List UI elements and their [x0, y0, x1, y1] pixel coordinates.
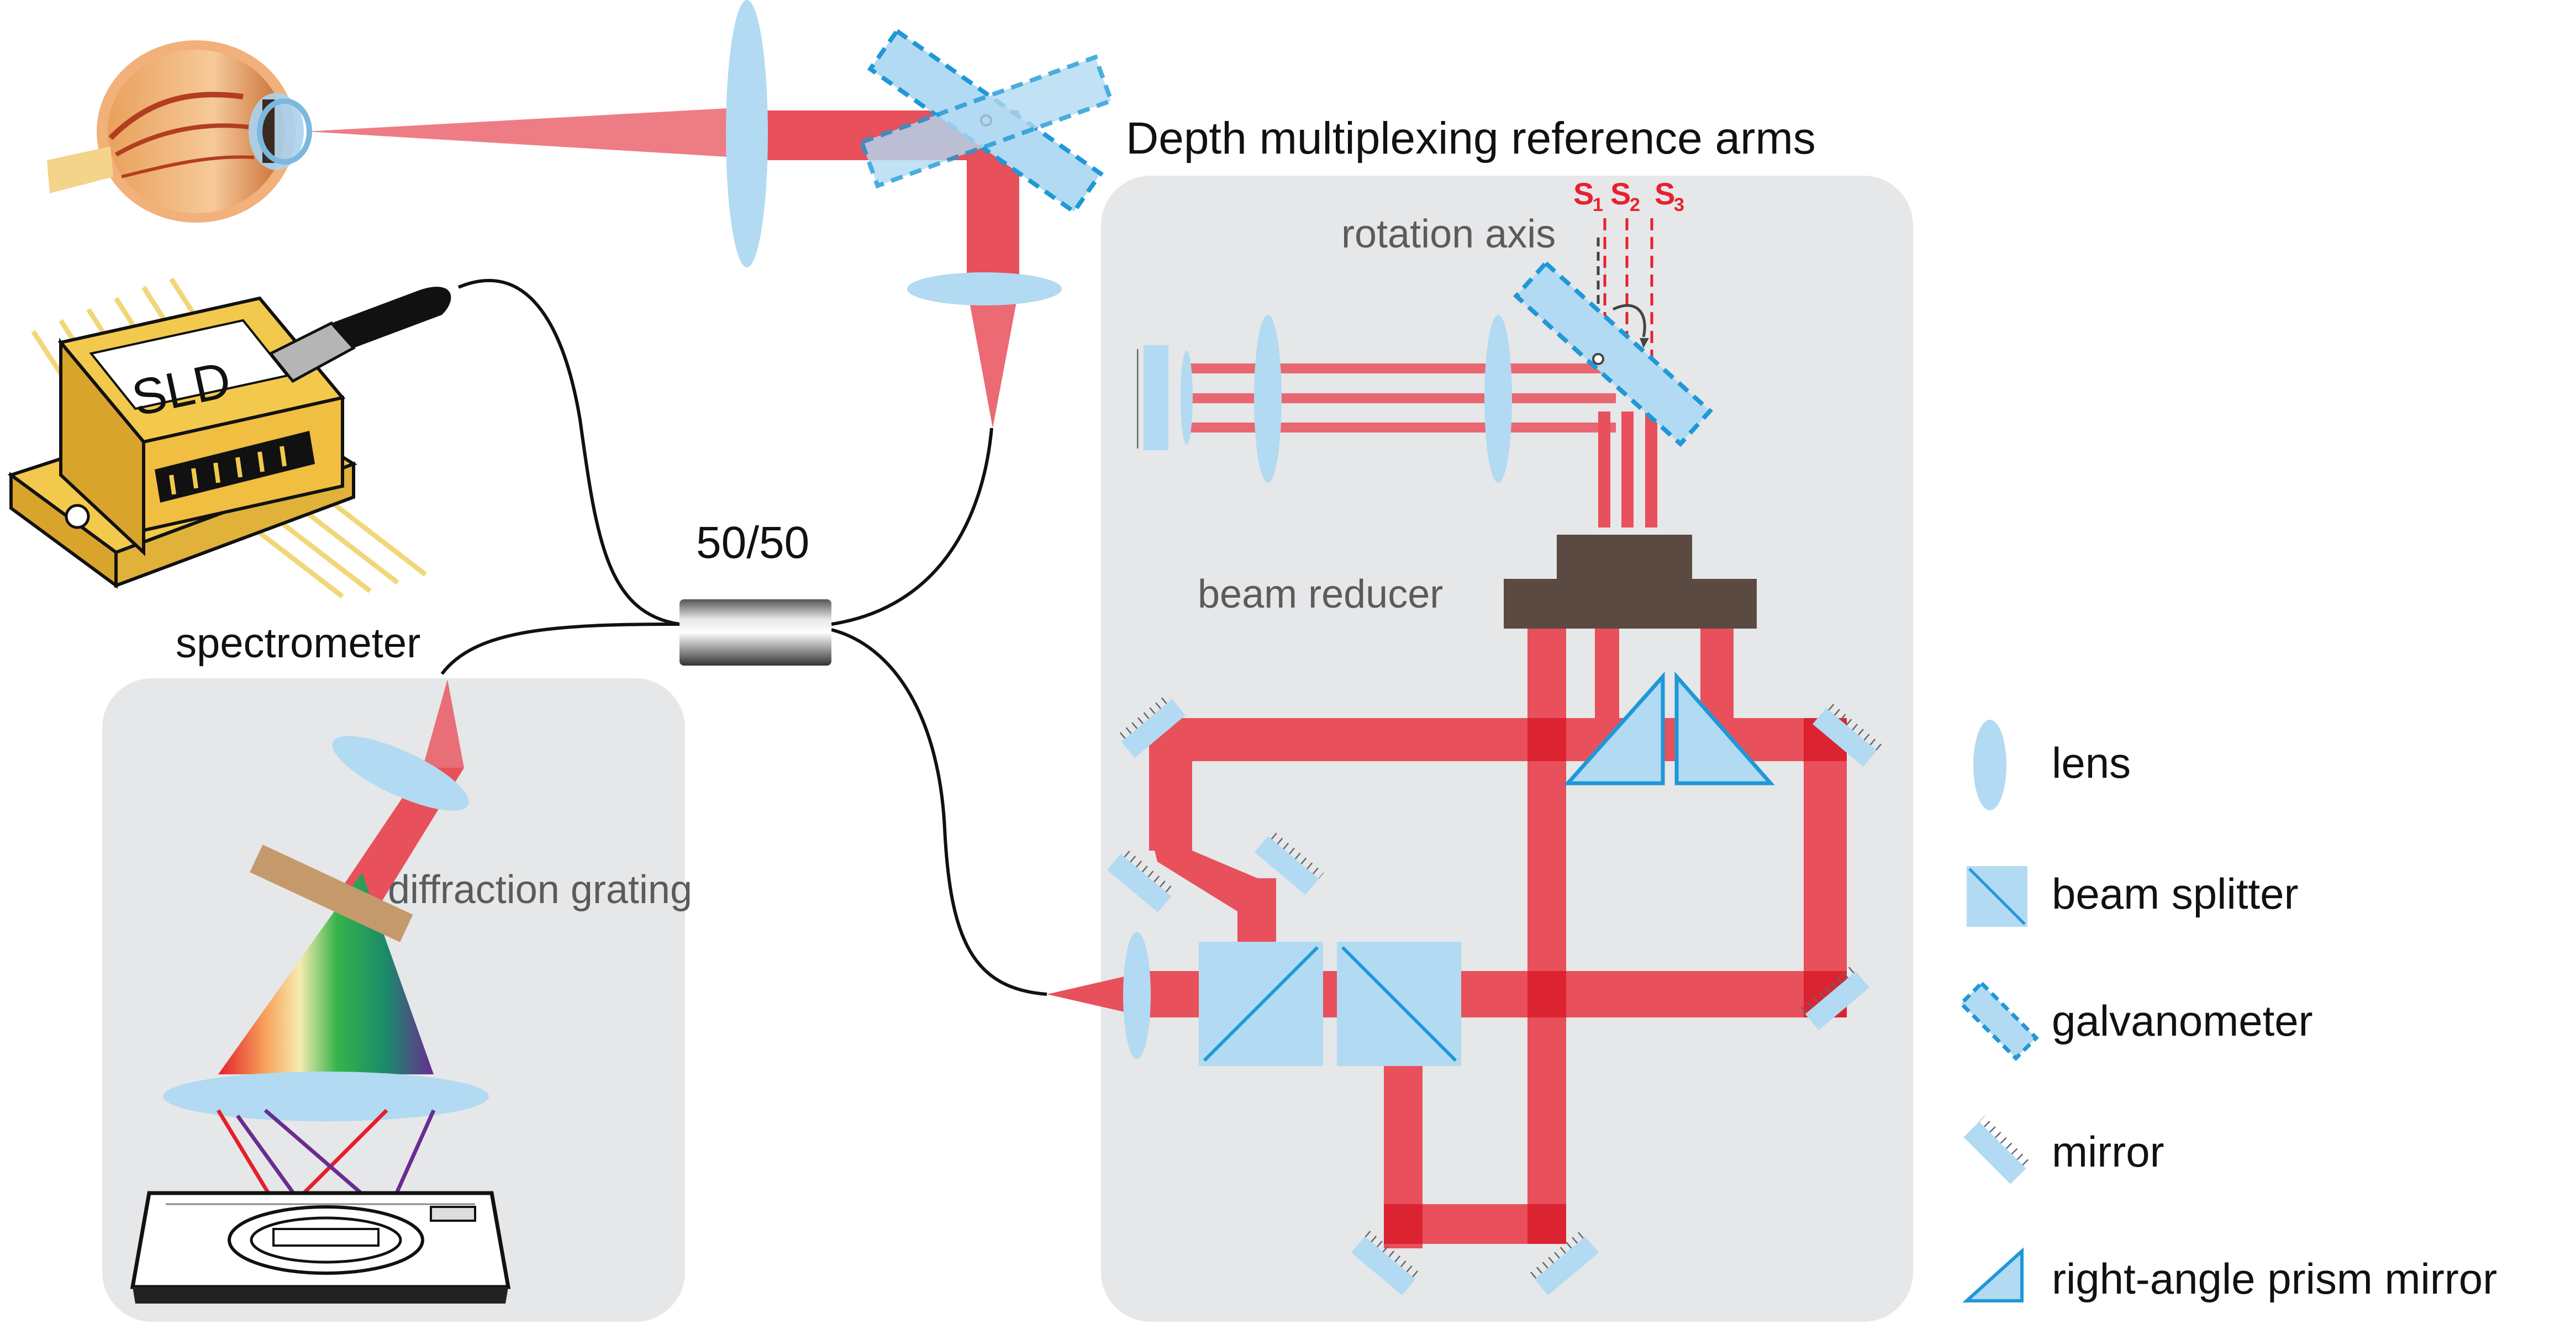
reference-small-lens: [1181, 351, 1193, 445]
reference-lens-2: [1484, 315, 1512, 483]
camera-icon: [130, 1191, 511, 1304]
prism-mirror-icon: [1563, 671, 1775, 785]
coupler-label: 50/50: [696, 518, 809, 568]
legend-prism-mirror-label: right-angle prism mirror: [2052, 1254, 2497, 1303]
sample-galvanometer-icon-2: [858, 54, 1114, 189]
reference-mirrors: [1107, 693, 1882, 1296]
legend-galvanometer-icon: [1958, 980, 2039, 1061]
s3-label: S: [1655, 176, 1675, 211]
legend-lens-icon: [1973, 720, 2006, 810]
legend-beam-splitter-label: beam splitter: [2052, 869, 2299, 918]
fiber-lines: [440, 279, 1047, 996]
sld-icon: [7, 277, 451, 599]
sample-lens-1: [726, 0, 768, 267]
spectrometer-optics: [163, 679, 489, 1218]
legend-mirror-label: mirror: [2052, 1127, 2164, 1176]
rotation-arrow-icon: [1612, 304, 1646, 337]
legend-prism-mirror-icon: [1962, 1247, 2024, 1302]
reference-lens-1: [1254, 315, 1282, 483]
sample-arm-beam: [307, 108, 1019, 428]
s2-sub: 2: [1630, 194, 1640, 215]
beam-reducer: [1504, 535, 1757, 629]
s3-sub: 3: [1674, 194, 1684, 215]
beam-splitter-1: [1199, 942, 1323, 1066]
rotation-axis-pivot: [1592, 353, 1604, 365]
coupler-5050: [679, 599, 831, 666]
diffraction-grating-label: diffraction grating: [388, 868, 692, 912]
s1-sub: 1: [1593, 194, 1603, 215]
reference-end-mirror: [1144, 345, 1168, 450]
depth-multiplexing-title: Depth multiplexing reference arms: [1126, 113, 1816, 163]
legend-galvanometer-label: galvanometer: [2052, 996, 2313, 1045]
beam-reducer-label: beam reducer: [1198, 572, 1443, 616]
reference-input-lens: [1123, 932, 1151, 1059]
legend-mirror-icon: [1963, 1116, 2032, 1184]
beam-splitter-2: [1337, 942, 1461, 1066]
rotation-axis-label: rotation axis: [1341, 212, 1556, 256]
legend: lens beam splitter galvanometer mirror r…: [1958, 720, 2497, 1303]
s-labels: S 1 S 2 S 3: [1573, 176, 1684, 215]
sample-lens-2: [907, 272, 1062, 305]
s2-label: S: [1610, 176, 1631, 211]
s1-label: S: [1573, 176, 1594, 211]
legend-beam-splitter-icon: [1967, 866, 2027, 927]
spectrometer-label: spectrometer: [176, 620, 421, 667]
reference-galvanometer-icon: [1513, 260, 1714, 447]
eye-icon: [47, 40, 312, 223]
legend-lens-label: lens: [2052, 739, 2131, 787]
